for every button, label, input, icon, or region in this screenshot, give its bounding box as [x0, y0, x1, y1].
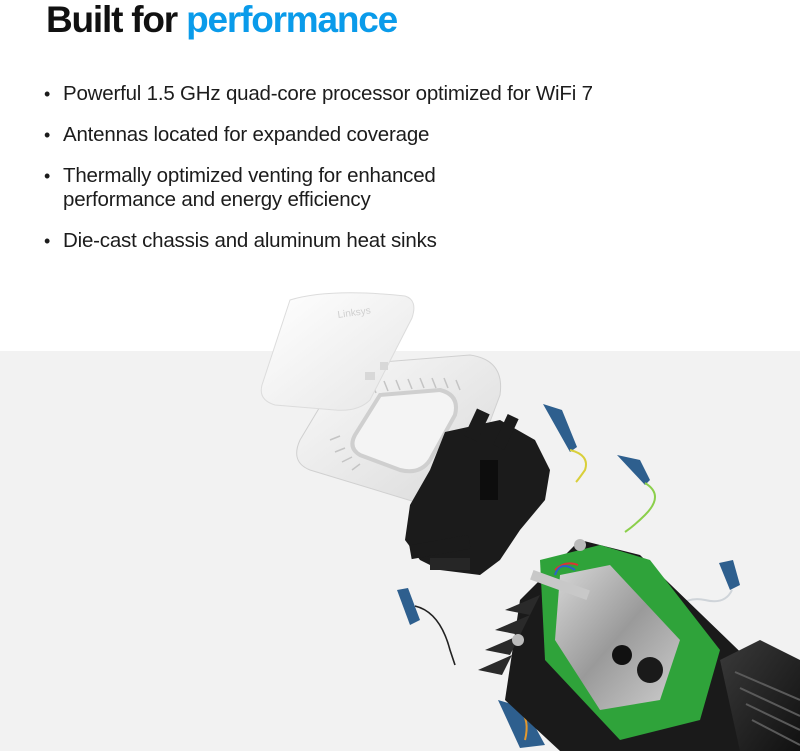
- bullet-icon: •: [44, 84, 51, 104]
- bullet-icon: •: [44, 231, 51, 251]
- feature-item: • Die-cast chassis and aluminum heat sin…: [44, 229, 593, 253]
- svg-text:Linksys: Linksys: [337, 305, 372, 321]
- feature-text: Die-cast chassis and aluminum heat sinks: [63, 229, 437, 252]
- top-cover: Linksys: [260, 292, 415, 411]
- feature-text: Powerful 1.5 GHz quad-core processor opt…: [63, 82, 593, 105]
- feature-list: • Powerful 1.5 GHz quad-core processor o…: [44, 82, 593, 270]
- router-exploded-view-icon: Linksys: [260, 292, 800, 751]
- title-part-1: Built for: [46, 0, 187, 40]
- top-section: [0, 0, 800, 351]
- router-exploded-illustration: Linksys: [0, 270, 800, 751]
- feature-item: • Thermally optimized venting for enhanc…: [44, 164, 593, 212]
- chassis-and-board: [478, 539, 800, 751]
- page-title: Built for performance: [46, 0, 398, 42]
- bullet-icon: •: [44, 125, 51, 145]
- feature-text: Antennas located for expanded coverage: [63, 123, 430, 146]
- feature-item: • Antennas located for expanded coverage: [44, 123, 593, 147]
- heat-sink: [720, 640, 800, 751]
- feature-item: • Powerful 1.5 GHz quad-core processor o…: [44, 82, 593, 106]
- bullet-icon: •: [44, 166, 51, 186]
- internal-frame: [405, 408, 550, 575]
- feature-text: Thermally optimized venting for enhanced…: [63, 164, 436, 211]
- title-part-accent: performance: [186, 0, 398, 40]
